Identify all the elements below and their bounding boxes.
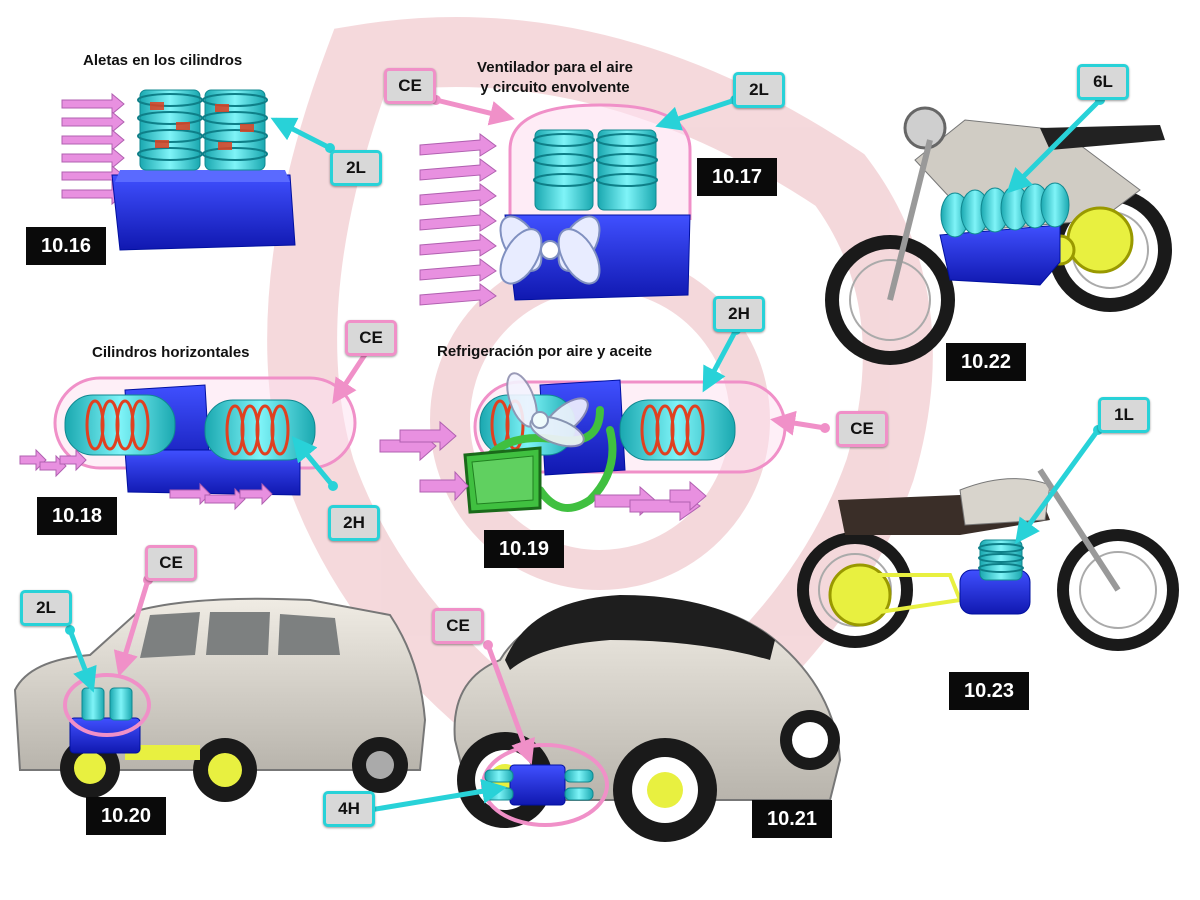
callout-10-19-2h: 2H [713, 296, 765, 332]
fig-10-17-fan-shroud [419, 95, 740, 307]
figure-number-10-18: 10.18 [37, 497, 117, 535]
air-flow-arrows [419, 133, 497, 307]
callout-10-22-6l: 6L [1077, 64, 1129, 100]
callout-10-21-4h: 4H [323, 791, 375, 827]
figure-number-10-23: 10.23 [949, 672, 1029, 710]
figure-number-10-17: 10.17 [697, 158, 777, 196]
cooling-fan [506, 372, 589, 448]
figure-number-10-20: 10.20 [86, 797, 166, 835]
fig-10-20-car-2l [13, 575, 427, 802]
fig-10-23-single-cylinder-motorcycle [797, 425, 1179, 651]
callout-10-20-ce: CE [145, 545, 197, 581]
figure-number-10-16: 10.16 [26, 227, 106, 265]
callout-10-21-ce: CE [432, 608, 484, 644]
title-horizontal: Cilindros horizontales [92, 344, 250, 361]
air-flow-arrows [61, 92, 125, 206]
callout-10-16-2l: 2L [330, 150, 382, 186]
air-flow-arrows [379, 420, 707, 521]
cooling-fan [499, 215, 601, 285]
callout-10-18-ce: CE [345, 320, 397, 356]
callout-10-20-2l: 2L [20, 590, 72, 626]
callout-10-17-ce: CE [384, 68, 436, 104]
fig-10-21-car-4h [365, 595, 842, 842]
callout-10-23-1l: 1L [1098, 397, 1150, 433]
figure-number-10-21: 10.21 [752, 800, 832, 838]
cylinder-fins [137, 89, 268, 171]
oil-cooler [463, 446, 542, 514]
callout-10-18-2h: 2H [328, 505, 380, 541]
title-air-oil: Refrigeración por aire y aceite [437, 343, 653, 360]
title-fins: Aletas en los cilindros [83, 52, 243, 69]
figure-number-10-22: 10.22 [946, 343, 1026, 381]
fig-10-16-finned-cylinders [61, 89, 335, 251]
fig-10-22-six-cylinder-motorcycle [825, 95, 1172, 365]
callout-10-17-2l: 2L [733, 72, 785, 108]
figure-number-10-19: 10.19 [484, 530, 564, 568]
title-fan-shroud: Ventilador para el aire y circuito envol… [477, 59, 633, 96]
callout-10-19-ce: CE [836, 411, 888, 447]
air-flow-arrows [19, 448, 273, 511]
